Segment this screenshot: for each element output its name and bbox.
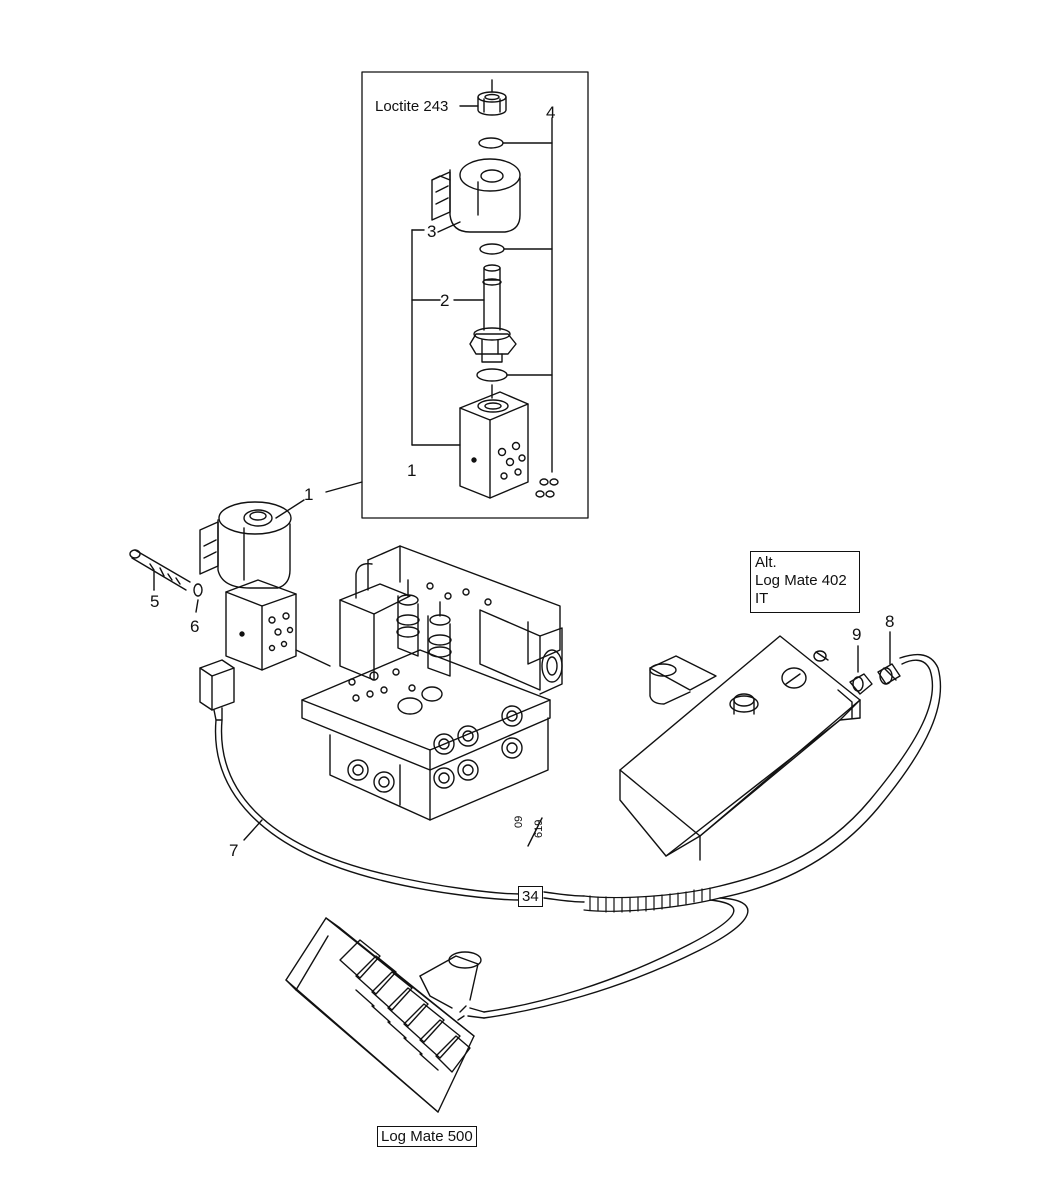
log-mate-402-box (619, 635, 861, 861)
nut-part (459, 79, 507, 116)
valve-stem-part (469, 264, 517, 399)
valve-body-part (459, 391, 529, 499)
reference-34-box: 34 (518, 886, 543, 907)
callout-5: 5 (150, 592, 160, 611)
alt-log-mate-402-box: Alt. Log Mate 402 IT (750, 551, 860, 613)
sheet-reference (527, 817, 543, 847)
bolt-part (129, 549, 191, 591)
callout-9: 9 (852, 625, 862, 644)
callout-4: 4 (546, 103, 556, 122)
coil-part (431, 158, 521, 233)
callout-6: 6 (190, 617, 200, 636)
log-mate-500-controller (285, 917, 482, 1113)
hydraulic-manifold-block (301, 545, 563, 821)
sheet-number-top: 09 (513, 815, 525, 828)
callout-8: 8 (885, 612, 895, 631)
alt-line-3: IT (755, 590, 769, 607)
alt-line-1: Alt. (755, 554, 777, 571)
callout-1-main: 1 (304, 485, 314, 504)
solenoid-valve-assembly (199, 499, 331, 671)
washer-part (193, 583, 203, 613)
o-ring-parts (476, 117, 559, 498)
detail-inset-frame (325, 71, 589, 519)
cable-assembly (199, 653, 942, 1021)
cable-gland-parts (849, 631, 901, 695)
callout-7: 7 (229, 841, 239, 860)
callout-2: 2 (440, 291, 450, 310)
callout-1-inset: 1 (407, 461, 417, 480)
inset-callout-brackets (411, 221, 485, 446)
log-mate-500-label: Log Mate 500 (377, 1126, 477, 1147)
alt-line-2: Log Mate 402 (755, 572, 847, 589)
loctite-label: Loctite 243 (375, 98, 449, 115)
callout-3: 3 (427, 222, 437, 241)
sheet-number-bottom: 619 (533, 819, 545, 838)
